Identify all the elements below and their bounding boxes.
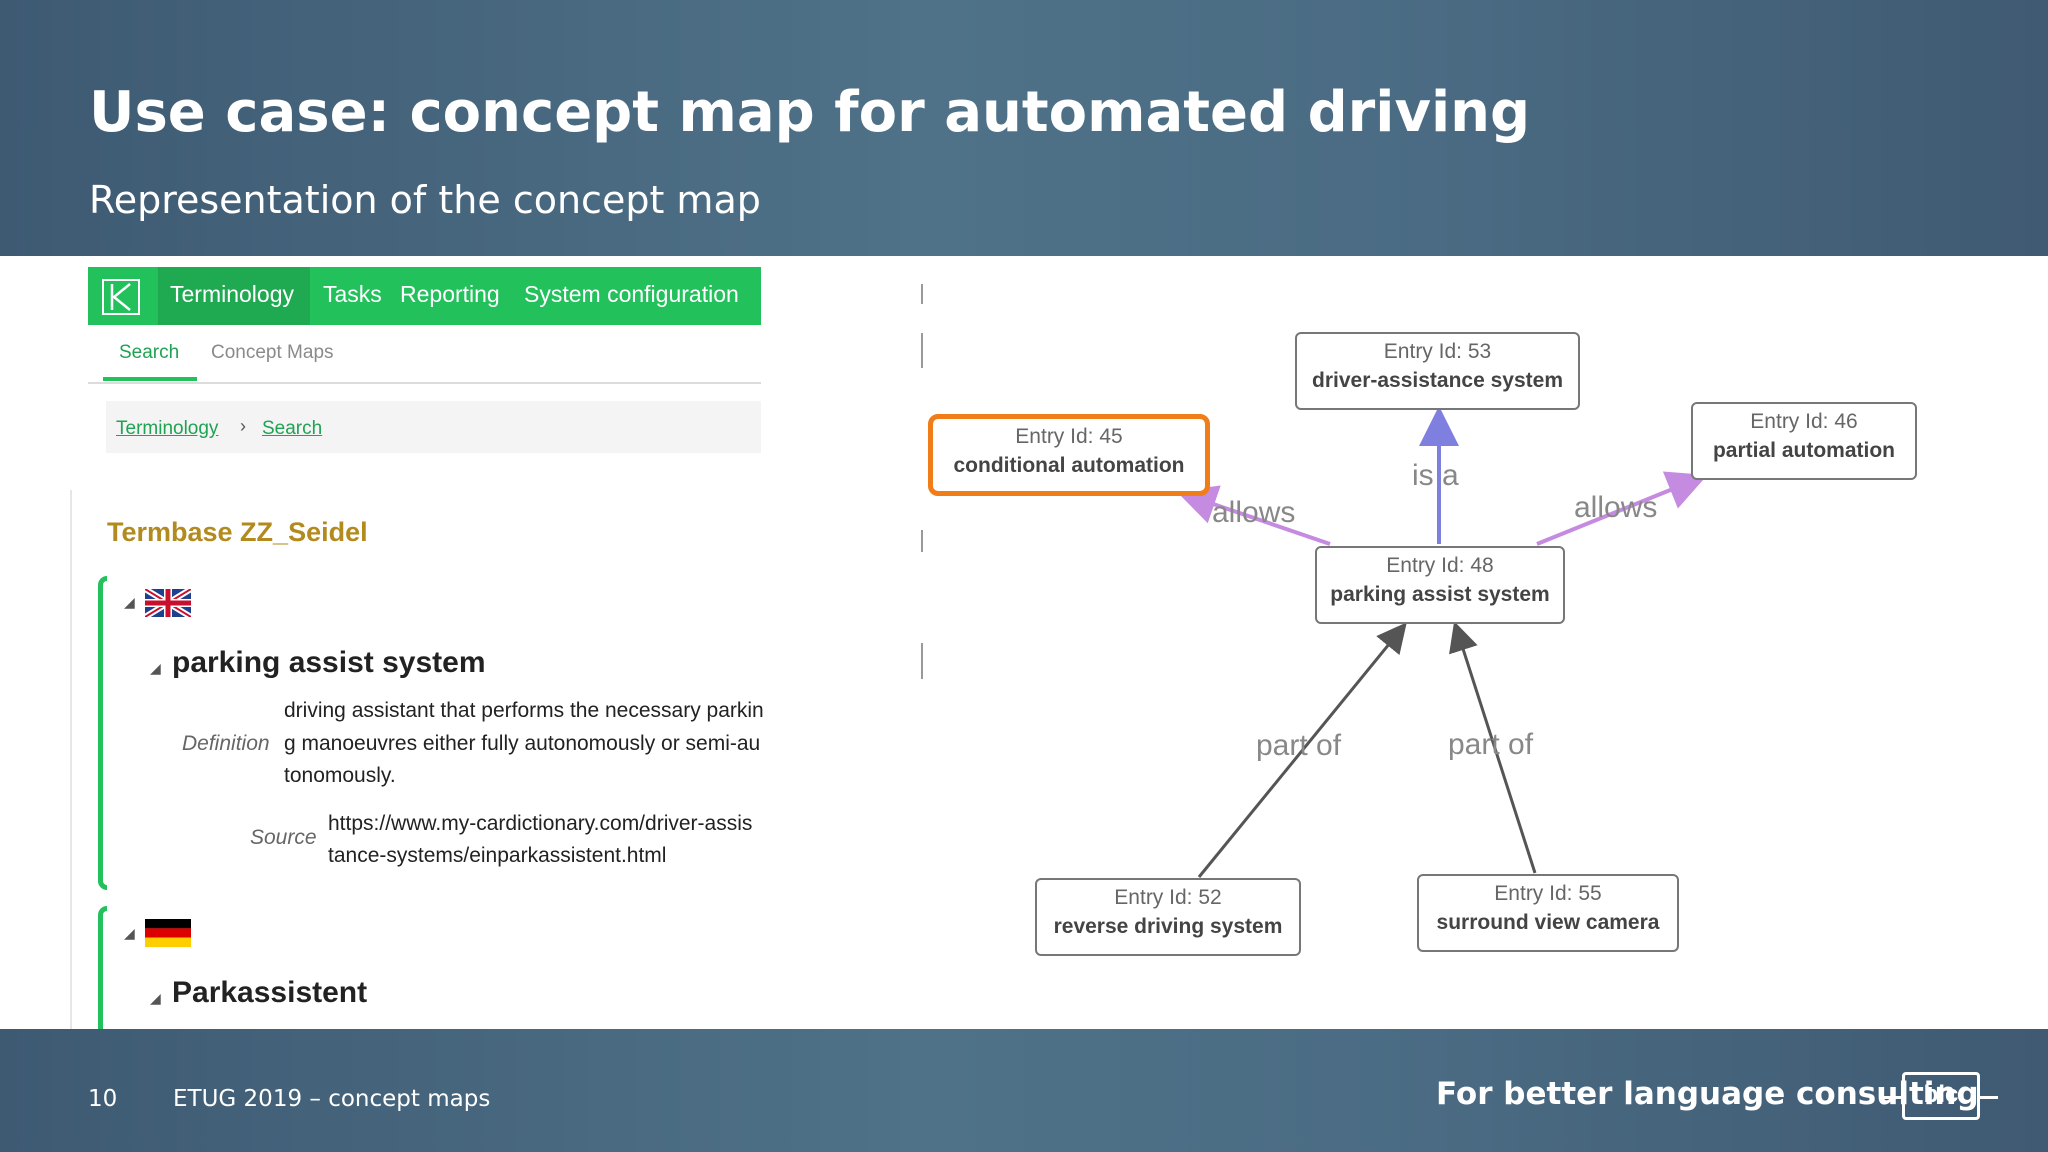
- uk-flag-icon: [145, 589, 191, 617]
- nav-reporting[interactable]: Reporting: [400, 281, 500, 307]
- source-line: tance-systems/einparkassistent.html: [328, 844, 667, 867]
- panel-divider: [70, 490, 72, 1029]
- logo-line-right: [1978, 1096, 1998, 1099]
- edge-label: allows: [1574, 491, 1658, 524]
- collapse-triangle-icon[interactable]: ◢: [150, 660, 161, 676]
- breadcrumb-terminology[interactable]: Terminology: [116, 418, 219, 439]
- tab-search[interactable]: Search: [119, 342, 180, 363]
- nav-active-highlight: [158, 267, 310, 325]
- edge-label: part of: [1256, 729, 1342, 762]
- definition-label: Definition: [182, 732, 270, 755]
- footer-text: ETUG 2019 – concept maps: [173, 1086, 491, 1112]
- edge-allows-partial: [1536, 471, 1708, 546]
- concept-node-highlighted[interactable]: Entry Id: 45 conditional automation: [928, 414, 1210, 496]
- term-name: parking assist system: [172, 646, 486, 679]
- breadcrumb-search[interactable]: Search: [262, 418, 323, 439]
- germany-flag-icon: [145, 919, 191, 947]
- breadcrumb: [106, 401, 761, 453]
- definition-line: tonomously.: [284, 764, 396, 787]
- slide-title: Use case: concept map for automated driv…: [89, 80, 1531, 145]
- nav-terminology[interactable]: Terminology: [170, 281, 294, 307]
- source-line: https://www.my-cardictionary.com/driver-…: [328, 812, 753, 835]
- divider-tick: [921, 333, 923, 368]
- edge-label: is a: [1412, 459, 1459, 492]
- node-entry-id: Entry Id: 45: [1015, 425, 1123, 448]
- node-entry-id: Entry Id: 53: [1383, 340, 1492, 363]
- collapse-triangle-icon[interactable]: ◢: [124, 594, 135, 610]
- edge-label: part of: [1448, 728, 1534, 761]
- logo-line-left: [1884, 1096, 1904, 1099]
- tagline: For better language consulting: [1436, 1076, 1979, 1112]
- divider-tick: [921, 530, 923, 552]
- slide-header: [0, 0, 2048, 256]
- chevron-right-icon: ›: [240, 416, 246, 436]
- node-label: driver-assistance system: [1312, 369, 1563, 392]
- active-tab-indicator: [103, 377, 197, 381]
- concept-node[interactable]: Entry Id: 53 driver-assistance system: [1295, 332, 1580, 410]
- edge-part-of-reverse: [1197, 622, 1407, 878]
- definition-line: driving assistant that performs the nece…: [284, 699, 764, 722]
- edge-label: allows: [1212, 496, 1296, 529]
- node-entry-id: Entry Id: 48: [1386, 554, 1494, 577]
- entry-group-bar: [98, 906, 107, 1046]
- page-number: 10: [88, 1086, 118, 1112]
- nav-tasks[interactable]: Tasks: [323, 281, 382, 307]
- node-entry-id: Entry Id: 52: [1114, 886, 1222, 909]
- slide-subtitle: Representation of the concept map: [89, 178, 761, 222]
- divider-tick: [921, 284, 923, 304]
- app-logo-icon[interactable]: [102, 279, 140, 315]
- concept-node[interactable]: Entry Id: 52 reverse driving system: [1035, 878, 1301, 956]
- node-entry-id: Entry Id: 46: [1750, 410, 1858, 433]
- app-navbar: Terminology Tasks Reporting System confi…: [88, 267, 761, 325]
- node-label: surround view camera: [1436, 911, 1660, 934]
- concept-map-edges: [1176, 406, 1708, 878]
- term-name: Parkassistent: [172, 976, 368, 1009]
- concept-node[interactable]: Entry Id: 55 surround view camera: [1417, 874, 1679, 952]
- node-label: partial automation: [1712, 439, 1896, 462]
- collapse-triangle-icon[interactable]: ◢: [124, 925, 135, 941]
- definition-line: g manoeuvres either fully autonomously o…: [284, 732, 761, 755]
- termbase-title: Termbase ZZ_Seidel: [107, 517, 368, 547]
- concept-node[interactable]: Entry Id: 46 partial automation: [1691, 402, 1917, 480]
- source-label: Source: [250, 826, 317, 849]
- tab-concept-maps[interactable]: Concept Maps: [211, 342, 334, 363]
- edge-part-of-camera: [1449, 621, 1537, 874]
- logo-text: blc: [1902, 1072, 1980, 1120]
- concept-map: Entry Id: 53 driver-assistance system En…: [920, 256, 2048, 1029]
- nav-system-configuration[interactable]: System configuration: [524, 281, 739, 307]
- node-label: conditional automation: [953, 454, 1185, 477]
- concept-node[interactable]: Entry Id: 48 parking assist system: [1315, 546, 1565, 624]
- tab-divider: [88, 382, 761, 384]
- edge-allows-conditional: [1176, 485, 1331, 546]
- blc-logo: blc: [1884, 1069, 1998, 1123]
- node-label: reverse driving system: [1053, 915, 1283, 938]
- collapse-triangle-icon[interactable]: ◢: [150, 990, 161, 1006]
- slide-footer: [0, 1029, 2048, 1152]
- node-entry-id: Entry Id: 55: [1494, 882, 1602, 905]
- entry-group-bar: [98, 576, 107, 890]
- divider-tick: [921, 643, 923, 679]
- node-label: parking assist system: [1330, 583, 1550, 606]
